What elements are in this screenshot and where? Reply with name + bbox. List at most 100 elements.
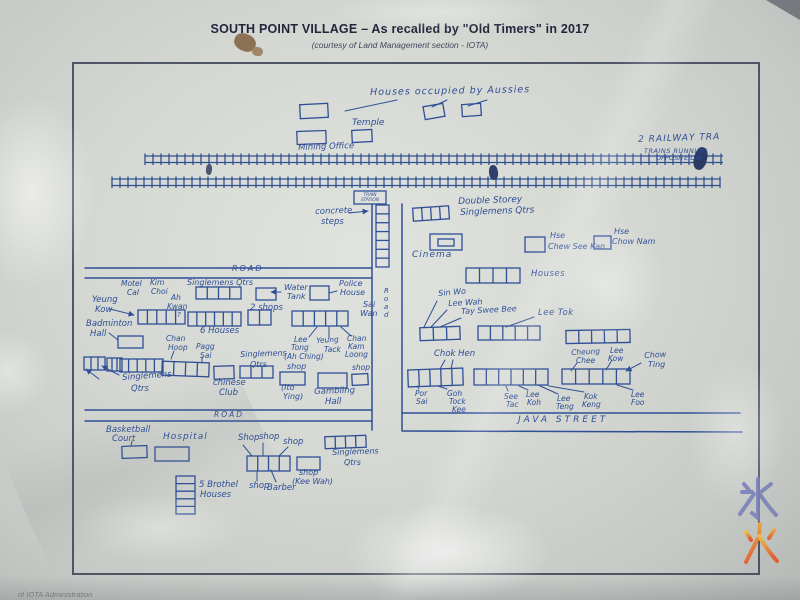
box-houses-right bbox=[465, 267, 521, 284]
label-yeung: Yeung bbox=[315, 334, 340, 345]
label-loong: Loong bbox=[345, 350, 368, 359]
box-brothel-houses bbox=[175, 475, 196, 515]
label-kow: Kow bbox=[95, 305, 113, 315]
label-house: House bbox=[340, 288, 366, 297]
label-qtrs: Qtrs bbox=[344, 458, 361, 467]
box-row-lee-tok bbox=[477, 325, 541, 341]
label-choi: Choi bbox=[151, 287, 168, 296]
label-cinema: Cinema bbox=[412, 250, 453, 260]
box-house-aussie-1 bbox=[298, 102, 330, 120]
railway-track-2 bbox=[111, 176, 721, 188]
connector-17 bbox=[430, 309, 448, 328]
label-chok-hen: Chok Hen bbox=[434, 349, 476, 359]
connector-18 bbox=[439, 317, 462, 328]
connector-27 bbox=[505, 385, 509, 392]
label-badminton: Badminton bbox=[86, 319, 133, 329]
label-teng: Teng bbox=[556, 402, 574, 411]
label-court: Court bbox=[112, 434, 136, 444]
label-pagg: Pagg bbox=[196, 342, 215, 351]
label-qtrs: Qtrs bbox=[250, 360, 267, 369]
label-ting: Ting bbox=[648, 360, 666, 369]
box-double-storey-singlemens-qtrs bbox=[411, 205, 451, 222]
label-label: ? bbox=[177, 311, 181, 319]
box-row-3-shops bbox=[246, 455, 291, 472]
label-tac: Tac bbox=[506, 400, 519, 409]
label-hall: Hall bbox=[90, 329, 107, 339]
connector-33 bbox=[242, 444, 253, 457]
label-steps: steps bbox=[321, 217, 344, 227]
label-club: Club bbox=[219, 388, 239, 398]
label-singlemens-qtrs: Singlemens Qtrs bbox=[187, 278, 253, 287]
label-chew-see-kan: Chew See Kan bbox=[548, 242, 606, 251]
label-temple: Temple bbox=[352, 118, 385, 128]
box-temple bbox=[351, 128, 373, 144]
connector-8 bbox=[108, 332, 119, 341]
railway-track-1 bbox=[144, 153, 723, 165]
label-kee-wah: (Kee Wah) bbox=[292, 477, 334, 486]
label-ying: Ying) bbox=[283, 392, 304, 401]
label-hse: Hse bbox=[550, 231, 566, 240]
label-kwan: Kwan bbox=[167, 302, 188, 311]
label-tank: Tank bbox=[287, 292, 306, 301]
label-foo: Foo bbox=[631, 398, 645, 407]
label-kim: Kim bbox=[150, 278, 165, 287]
label-mining-office: Mining Office bbox=[297, 141, 355, 153]
label-motel: Motel bbox=[121, 279, 142, 288]
label-singlemens: Singlemens bbox=[331, 446, 379, 457]
label-kee: Kee bbox=[452, 405, 466, 414]
label-houses: Houses bbox=[200, 490, 232, 500]
label-houses: Houses bbox=[531, 269, 566, 279]
label-chee: Chee bbox=[576, 356, 596, 365]
label-2-shops: 2 shops bbox=[250, 303, 283, 313]
label-chan: Chan bbox=[166, 334, 186, 343]
connector-30 bbox=[548, 385, 585, 393]
box-cinema bbox=[429, 233, 463, 251]
label-5-brothel: 5 Brothel bbox=[199, 480, 238, 490]
label-wan: Wan bbox=[360, 309, 378, 318]
label-keng: Keng bbox=[582, 400, 601, 409]
label-singlemens: Singlemens bbox=[239, 348, 287, 359]
box-singlemens-qtrs-left-1 bbox=[83, 356, 106, 371]
label-ah: Ah bbox=[171, 293, 181, 302]
label-6-houses: 6 Houses bbox=[200, 326, 240, 336]
connector-21 bbox=[450, 359, 454, 370]
label-r-o-a-d: R o a d bbox=[384, 287, 389, 320]
box-row-sin-wo bbox=[419, 325, 461, 342]
label-train-station: TRAIN STATION bbox=[360, 193, 380, 204]
box-hospital bbox=[154, 446, 190, 462]
road-line-8 bbox=[401, 430, 743, 433]
arrow-24 bbox=[625, 362, 642, 372]
label-shop: shop bbox=[287, 362, 307, 371]
arrow-6 bbox=[109, 308, 135, 317]
box-water-tank bbox=[255, 287, 277, 301]
connector-1 bbox=[344, 99, 398, 112]
label-cal: Cal bbox=[127, 288, 139, 297]
connector-20 bbox=[439, 359, 446, 370]
box-row-java-middle bbox=[473, 368, 549, 386]
label-chinese: chinese bbox=[213, 378, 246, 388]
label-hoop: Hoop bbox=[168, 343, 188, 352]
box-shop-small-right bbox=[351, 372, 369, 387]
label-tack: Tack bbox=[324, 345, 341, 354]
label-road: ROAD bbox=[232, 264, 264, 273]
box-badminton-hall bbox=[117, 335, 144, 349]
label-lee-tok: Lee Tok bbox=[538, 308, 574, 318]
label-shop: shop bbox=[352, 363, 371, 372]
box-row-chok-hen bbox=[407, 367, 464, 388]
label-gambling: Gambling bbox=[313, 385, 356, 397]
box-police-house bbox=[309, 285, 330, 301]
label-hall: Hall bbox=[325, 397, 342, 407]
connector-37 bbox=[270, 469, 277, 483]
label-barber: Barber bbox=[267, 483, 296, 493]
connector-29 bbox=[537, 384, 559, 395]
label-opposite-dir: OPPOSITE DIR bbox=[656, 154, 702, 162]
label-koh: Koh bbox=[527, 398, 541, 407]
label-kow: Kow bbox=[608, 354, 624, 363]
connector-35 bbox=[278, 446, 289, 457]
label-road: ROAD bbox=[214, 410, 245, 419]
box-concrete-steps-ladder bbox=[375, 204, 390, 268]
label-shop: shop bbox=[283, 437, 304, 447]
box-hse-chew-see-kan bbox=[524, 236, 546, 253]
label-chow-nam: Chow Nam bbox=[612, 237, 656, 246]
